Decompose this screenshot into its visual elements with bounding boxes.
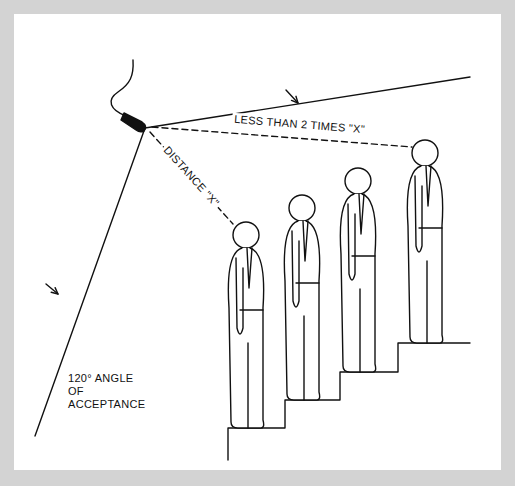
- pointer-arrow: [46, 284, 58, 294]
- person-figure: [228, 222, 263, 428]
- person-figure: [284, 195, 319, 400]
- pointer-arrow: [286, 90, 298, 103]
- distance-line: [150, 132, 233, 224]
- person-figure: [407, 140, 442, 343]
- distance-line: [152, 127, 412, 147]
- acceptance-line: [35, 128, 145, 436]
- angle-label: 120° ANGLE OF ACCEPTANCE: [68, 372, 150, 411]
- person-figure: [340, 168, 375, 372]
- microphone: [121, 113, 146, 132]
- mic-cable: [111, 60, 133, 116]
